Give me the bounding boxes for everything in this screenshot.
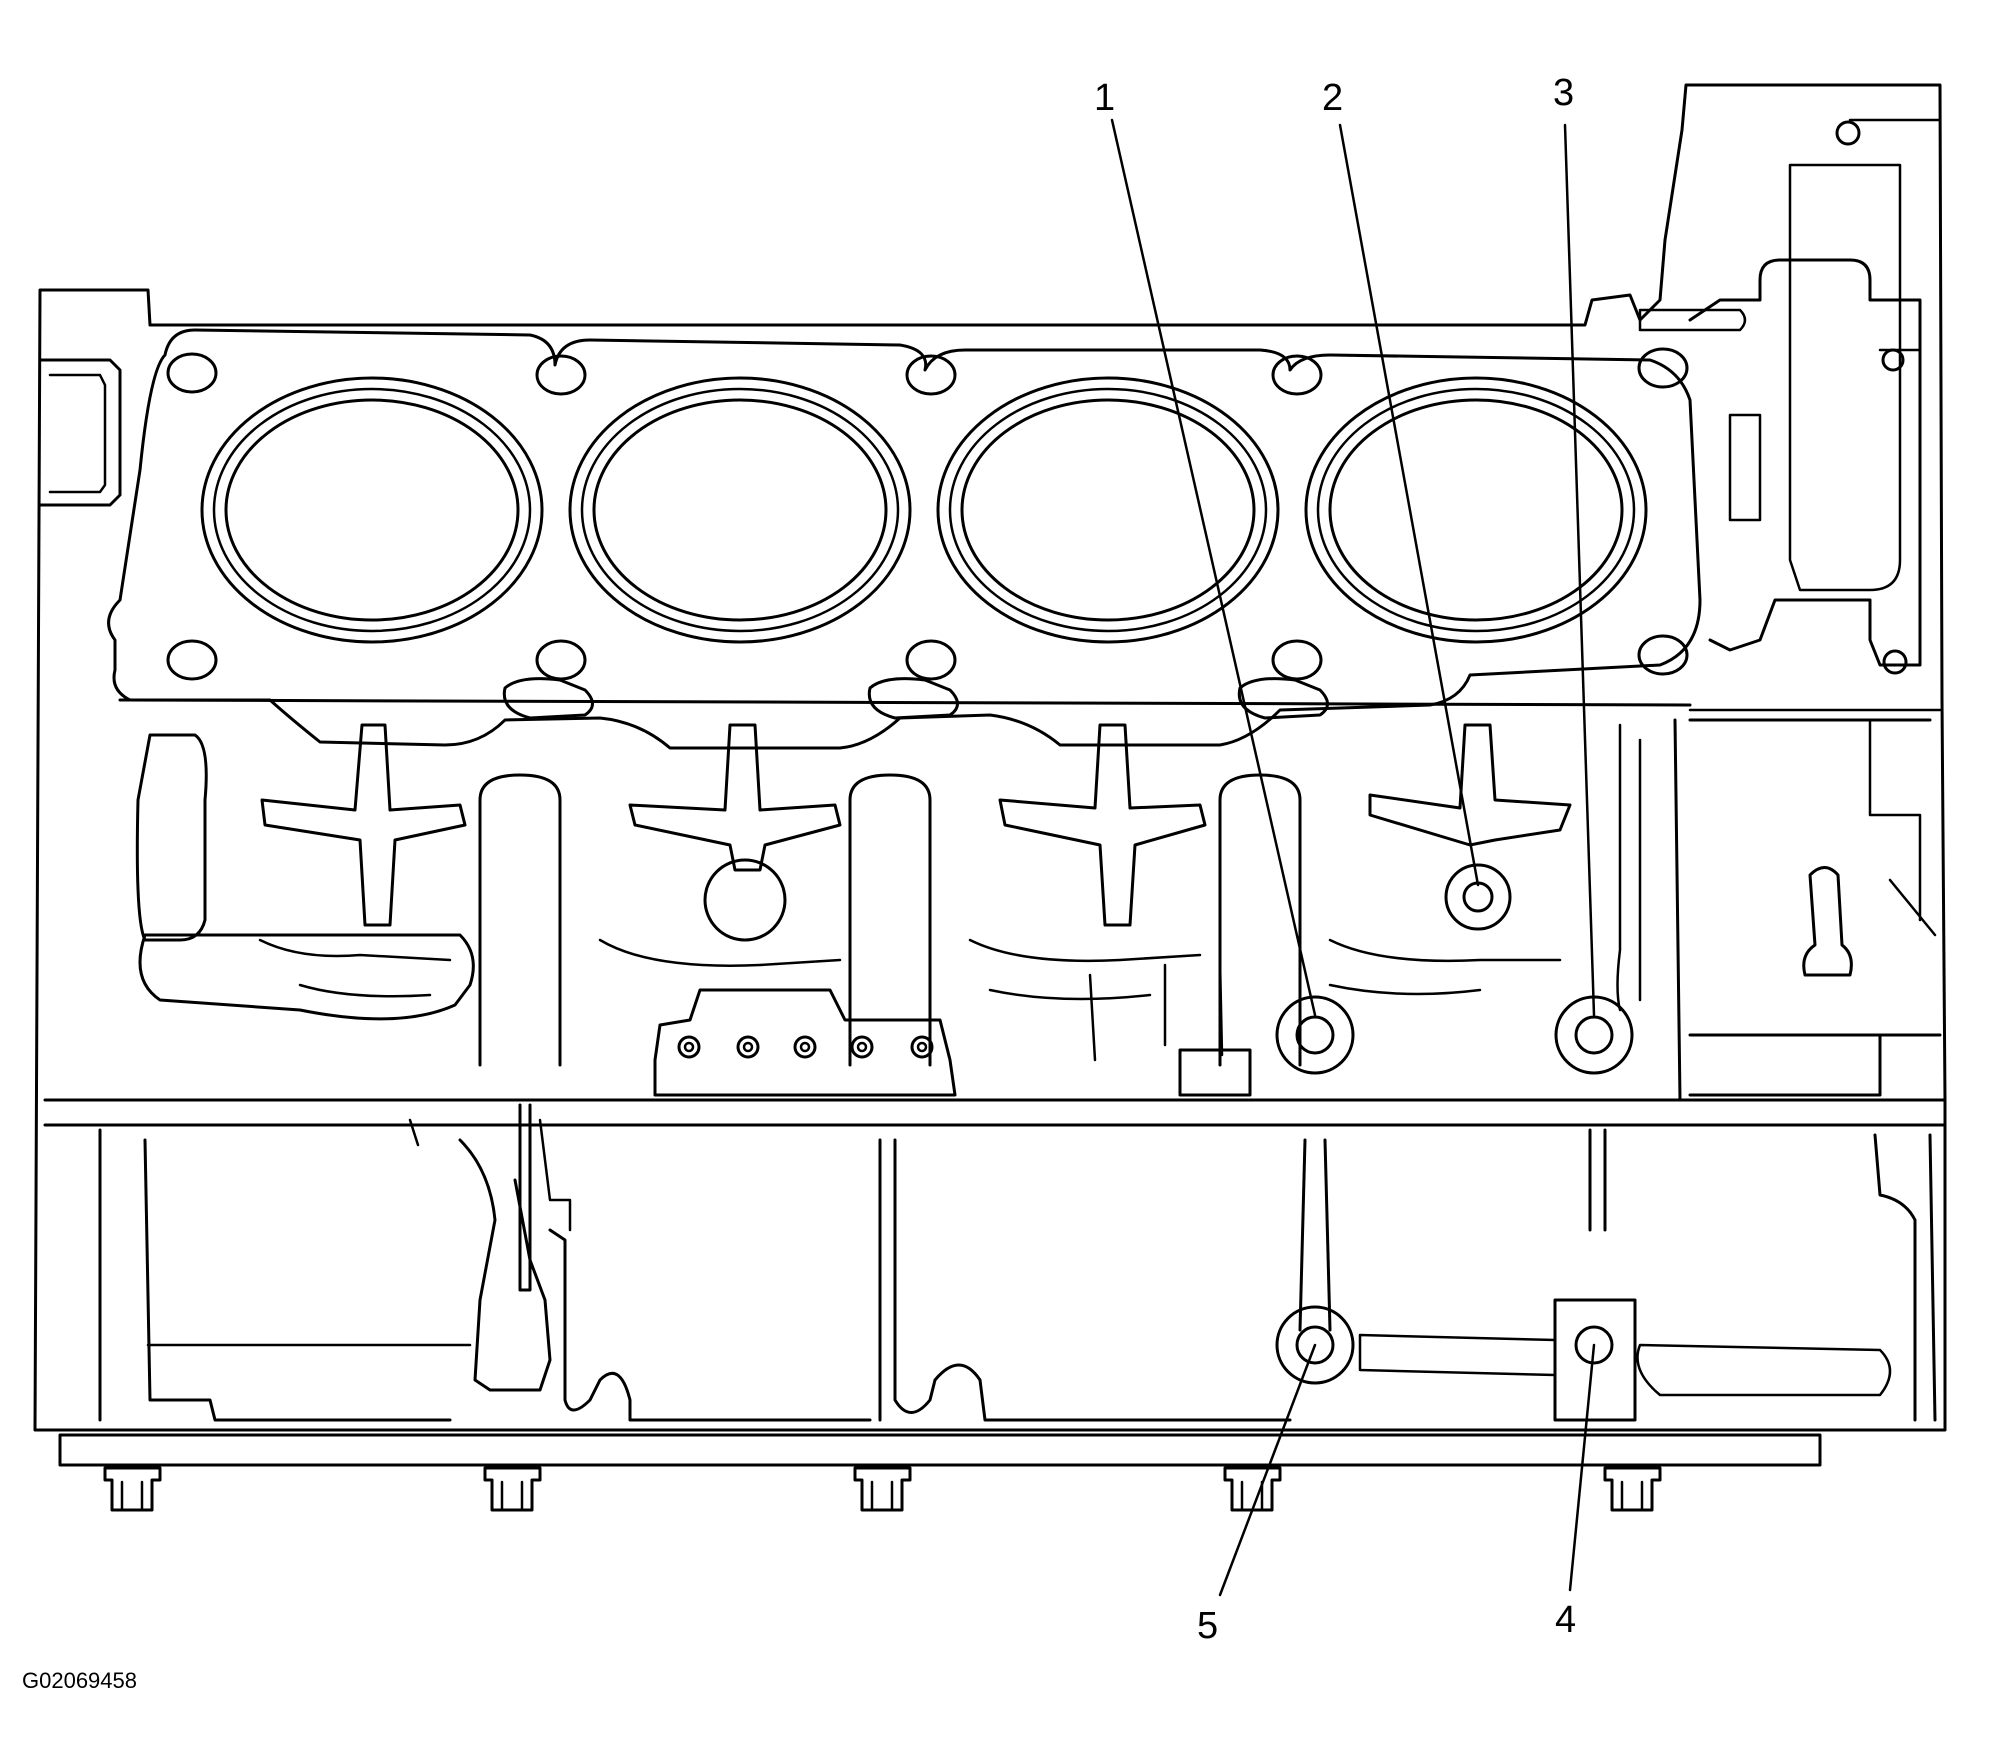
leader-line-4: [1568, 1343, 1596, 1592]
timing-cover-inner: [1788, 163, 1902, 592]
small-pad: [1178, 1048, 1252, 1097]
oil-drain-port: [703, 858, 787, 942]
dowel-hole: [1835, 120, 1861, 146]
head-bolt-hole: [1271, 354, 1323, 396]
jacket-curve: [988, 988, 1152, 1001]
gasket-outline: [107, 328, 1702, 750]
jacket-curve: [298, 983, 432, 998]
jacket-curve: [1328, 938, 1562, 963]
cylinder-bore-1: [200, 376, 544, 644]
head-bolt-hole: [535, 354, 587, 396]
crank-chamber-4-rib: [1588, 1128, 1607, 1232]
dowel-hole: [1882, 649, 1908, 675]
jacket-curve: [258, 938, 452, 962]
bulkhead-rib-4: [1368, 723, 1572, 847]
coolant-slot: [1237, 677, 1329, 720]
head-bolt-hole: [166, 352, 218, 394]
coolant-slot: [867, 677, 959, 720]
callout-number-2: 2: [1322, 77, 1343, 119]
crank-chamber-1: [98, 1128, 452, 1422]
figure-code: G02069458: [22, 1668, 137, 1693]
pan-bolt: [103, 1466, 162, 1512]
callout-number-4: 4: [1555, 1599, 1576, 1641]
water-jacket-left: [135, 733, 208, 942]
leader-line-3: [1563, 123, 1596, 1017]
jacket-curve: [1328, 983, 1482, 996]
callout-number-1: 1: [1094, 77, 1115, 119]
pan-bolt: [1223, 1466, 1282, 1512]
cylinder-wall-boss: [848, 773, 932, 1067]
oil-dipstick-tube: [518, 1103, 532, 1292]
right-skirt-notch: [1868, 718, 1937, 937]
cylinder-wall-boss: [1218, 773, 1302, 1067]
timing-right-edge: [1688, 118, 1942, 712]
bearing-cap-boss: [1553, 1298, 1637, 1422]
head-bolt-hole: [166, 639, 218, 681]
crank-chamber-3-rib: [1298, 1138, 1332, 1332]
right-skirt-detail: [1616, 723, 1642, 1012]
coolant-slot: [502, 677, 594, 720]
callout-number-5: 5: [1197, 1605, 1218, 1647]
cylinder-bore-4: [1304, 376, 1648, 644]
callout-number-3: 3: [1553, 72, 1574, 114]
left-flange: [38, 358, 122, 507]
right-skirt-frame: [1673, 718, 1942, 1102]
timing-cover-flange: [1688, 258, 1922, 667]
sensor-pad-holes: [677, 1035, 934, 1059]
crank-chamber-1-lines: [146, 1118, 572, 1347]
oil-pan-flange: [58, 1433, 1822, 1467]
crank-chamber-1-rib: [458, 1138, 552, 1392]
threaded-hole-1: [1275, 995, 1355, 1075]
water-jacket-lower-left: [138, 933, 475, 1021]
crank-chamber-2: [548, 1138, 882, 1422]
bulkhead-rib-2: [628, 723, 842, 872]
cylinder-wall-boss: [478, 773, 562, 1067]
threaded-hole-2: [1444, 863, 1512, 931]
right-skirt-post: [1802, 866, 1853, 977]
head-bolt-hole: [535, 639, 587, 681]
leader-line-2: [1338, 123, 1480, 887]
head-bolt-hole: [1271, 639, 1323, 681]
block-deck-outline: [33, 83, 1947, 1432]
pan-bolt: [853, 1466, 912, 1512]
jacket-curve: [968, 938, 1202, 963]
pan-bolt: [483, 1466, 542, 1512]
lower-channel: [1636, 1343, 1892, 1397]
left-flange-inner: [48, 373, 107, 494]
sensor-boss-pad: [653, 988, 957, 1097]
timing-passage: [1638, 308, 1747, 332]
bulkhead-rib-3: [998, 723, 1207, 927]
head-bolt-hole: [905, 639, 957, 681]
lower-channel: [1358, 1333, 1557, 1377]
threaded-hole-4: [1574, 1325, 1614, 1365]
threaded-hole-5: [1275, 1305, 1355, 1385]
cylinder-bore-3: [936, 376, 1280, 644]
head-bolt-hole: [905, 354, 957, 396]
casting-line: [1088, 958, 1224, 1062]
cylinder-bore-2: [568, 376, 912, 644]
head-bolt-hole: [1637, 634, 1689, 676]
deck-lower-edge: [118, 698, 1692, 707]
crank-chamber-2-rib: [893, 1138, 1292, 1422]
jacket-curve: [598, 938, 842, 967]
leader-line-1: [1110, 118, 1317, 1017]
pan-bolt: [1603, 1466, 1662, 1512]
bulkhead-rib-1: [260, 723, 467, 927]
leader-line-5: [1218, 1343, 1317, 1597]
head-bolt-hole: [1637, 347, 1689, 389]
timing-passage: [1728, 413, 1762, 522]
crank-chamber-right: [1873, 1133, 1937, 1422]
